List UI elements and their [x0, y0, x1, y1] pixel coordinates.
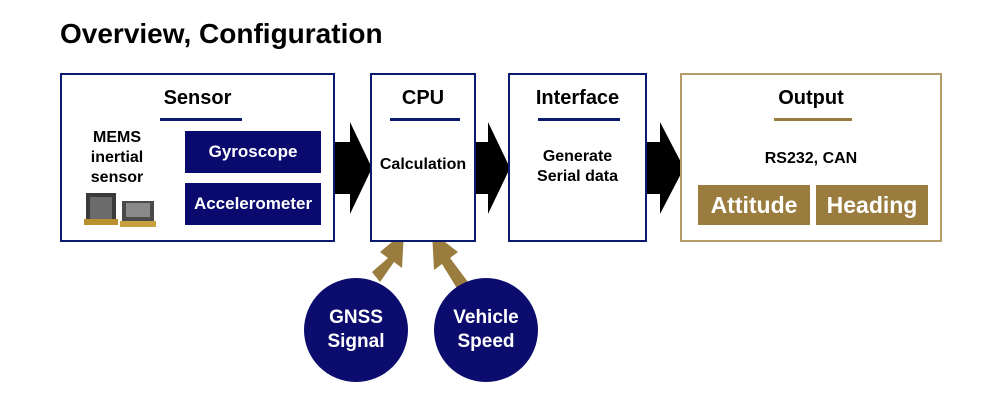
gyroscope-block: Gyroscope — [185, 131, 321, 173]
arrow-sensor-to-cpu — [333, 122, 372, 214]
attitude-block: Attitude — [698, 185, 810, 225]
arrow-speed-to-cpu — [432, 232, 468, 290]
cpu-text: Calculation — [379, 156, 467, 173]
accelerometer-block: Accelerometer — [185, 183, 321, 225]
cpu-title: CPU — [401, 87, 445, 109]
interface-underline — [538, 118, 620, 121]
cpu-box: CPU Calculation — [370, 73, 476, 242]
interface-text: Generate Serial data — [537, 148, 618, 185]
output-protocols: RS232, CAN — [764, 150, 858, 167]
sensor-title: Sensor — [163, 87, 232, 109]
interface-title: Interface — [535, 87, 620, 109]
output-title: Output — [778, 87, 844, 109]
output-underline — [774, 118, 852, 121]
gnss-signal-circle: GNSS Signal — [304, 278, 408, 382]
cpu-underline — [390, 118, 460, 121]
arrow-interface-to-output — [645, 122, 684, 214]
sensor-chip-icon — [84, 193, 156, 227]
vehicle-speed-circle: Vehicle Speed — [434, 278, 538, 382]
arrow-cpu-to-interface — [475, 122, 510, 214]
heading-block: Heading — [816, 185, 928, 225]
interface-box: Interface Generate Serial data — [508, 73, 647, 242]
arrow-gnss-to-cpu — [372, 232, 404, 282]
page-title: Overview, Configuration — [60, 18, 383, 49]
mems-label: MEMS inertial sensor — [90, 129, 144, 186]
sensor-underline — [160, 118, 242, 121]
sensor-box: Sensor MEMS inertial sensor Gyroscope Ac… — [60, 73, 335, 242]
output-box: Output RS232, CAN Attitude Heading — [680, 73, 942, 242]
